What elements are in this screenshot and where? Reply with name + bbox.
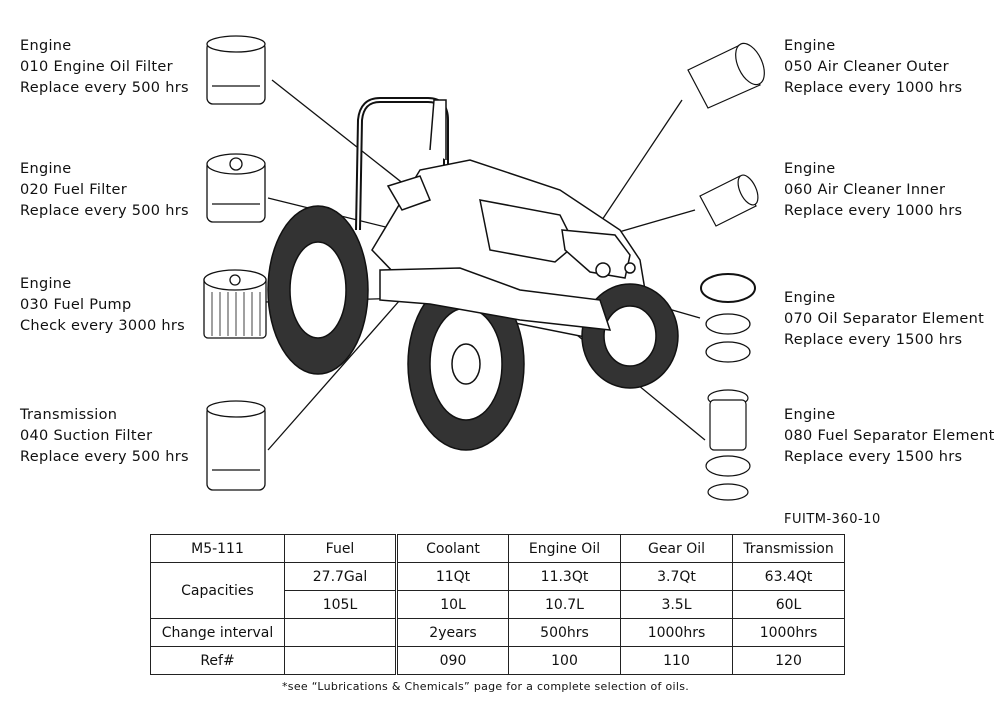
col-header-gear-oil: Gear Oil [620, 534, 733, 563]
col-header-engine-oil: Engine Oil [508, 534, 621, 563]
callout-080: Engine 080 Fuel Separator Element Replac… [784, 405, 995, 468]
callout-030-category: Engine [20, 276, 72, 292]
callout-020-part: 020 Fuel Filter [20, 182, 127, 198]
cell-engine-oil-ref: 100 [508, 646, 621, 675]
table-row: Change interval 2years 500hrs 1000hrs 10… [150, 618, 845, 647]
table-row: Capacities 27.7Gal 11Qt 11.3Qt 3.7Qt 63.… [150, 562, 845, 619]
table-header-row: M5-111 Fuel Coolant Engine Oil Gear Oil … [150, 534, 845, 563]
callout-030-interval: Check every 3000 hrs [20, 318, 186, 334]
callout-010: Engine 010 Engine Oil Filter Replace eve… [20, 36, 189, 99]
cell-fuel-us: 27.7Gal [284, 562, 397, 591]
cell-coolant-ref: 090 [395, 646, 509, 675]
footnote: *see “Lubrications & Chemicals” page for… [282, 680, 690, 693]
cell-engine-oil-change: 500hrs [508, 618, 621, 647]
cell-engine-oil-metric: 10.7L [508, 590, 621, 619]
oil-separator-070-image [700, 273, 756, 363]
change-interval-label: Change interval [150, 618, 285, 647]
callout-080-category: Engine [784, 407, 836, 423]
suction-filter-040-image [206, 400, 266, 491]
tractor-illustration [267, 97, 679, 451]
air-cleaner-inner-060-image [699, 174, 759, 227]
oil-filter-010-image [206, 35, 266, 105]
fuel-filter-020-image [206, 153, 266, 223]
callout-010-category: Engine [20, 38, 72, 54]
cell-fuel-change [284, 618, 397, 647]
ref-label: Ref# [150, 646, 285, 675]
cell-coolant-us: 11Qt [395, 562, 509, 591]
callout-040-interval: Replace every 500 hrs [20, 449, 189, 465]
callout-040-part: 040 Suction Filter [20, 428, 153, 444]
callout-020-category: Engine [20, 161, 72, 177]
cell-gear-oil-ref: 110 [620, 646, 733, 675]
cell-transmission-ref: 120 [732, 646, 845, 675]
callout-050-part: 050 Air Cleaner Outer [784, 59, 949, 75]
callout-030-part: 030 Fuel Pump [20, 297, 132, 313]
col-header-coolant: Coolant [395, 534, 509, 563]
cell-transmission-metric: 60L [732, 590, 845, 619]
cell-gear-oil-change: 1000hrs [620, 618, 733, 647]
callout-080-interval: Replace every 1500 hrs [784, 449, 963, 465]
cell-gear-oil-us: 3.7Qt [620, 562, 733, 591]
model-cell: M5-111 [150, 534, 285, 563]
cell-fuel-ref [284, 646, 397, 675]
callout-050: Engine 050 Air Cleaner Outer Replace eve… [784, 36, 962, 99]
callout-060-category: Engine [784, 161, 836, 177]
callout-040: Transmission 040 Suction Filter Replace … [20, 405, 189, 468]
cell-fuel-metric: 105L [284, 590, 397, 619]
callout-060-part: 060 Air Cleaner Inner [784, 182, 946, 198]
callout-080-part: 080 Fuel Separator Element [784, 428, 995, 444]
callout-060-interval: Replace every 1000 hrs [784, 203, 963, 219]
cell-transmission-us: 63.4Qt [732, 562, 845, 591]
col-header-fuel: Fuel [284, 534, 397, 563]
callout-040-category: Transmission [20, 407, 118, 423]
cell-coolant-metric: 10L [395, 590, 509, 619]
cell-engine-oil-us: 11.3Qt [508, 562, 621, 591]
fuel-pump-030-image [203, 269, 267, 339]
callout-070-part: 070 Oil Separator Element [784, 311, 985, 327]
capacities-label: Capacities [150, 562, 285, 619]
figure-code: FUITM-360-10 [784, 512, 881, 527]
callout-020: Engine 020 Fuel Filter Replace every 500… [20, 159, 189, 222]
table-row: Ref# 090 100 110 120 [150, 646, 845, 675]
air-cleaner-outer-050-image [687, 42, 765, 109]
callout-020-interval: Replace every 500 hrs [20, 203, 189, 219]
capacities-table: M5-111 Fuel Coolant Engine Oil Gear Oil … [150, 534, 845, 675]
col-header-transmission: Transmission [732, 534, 845, 563]
callout-070-category: Engine [784, 290, 836, 306]
cell-coolant-change: 2years [395, 618, 509, 647]
callout-070: Engine 070 Oil Separator Element Replace… [784, 288, 984, 351]
cell-transmission-change: 1000hrs [732, 618, 845, 647]
callout-050-category: Engine [784, 38, 836, 54]
callout-070-interval: Replace every 1500 hrs [784, 332, 963, 348]
callout-030: Engine 030 Fuel Pump Check every 3000 hr… [20, 274, 185, 337]
callout-060: Engine 060 Air Cleaner Inner Replace eve… [784, 159, 962, 222]
callout-010-part: 010 Engine Oil Filter [20, 59, 173, 75]
callout-050-interval: Replace every 1000 hrs [784, 80, 963, 96]
fuel-separator-080-image [705, 389, 751, 501]
callout-010-interval: Replace every 500 hrs [20, 80, 189, 96]
cell-gear-oil-metric: 3.5L [620, 590, 733, 619]
